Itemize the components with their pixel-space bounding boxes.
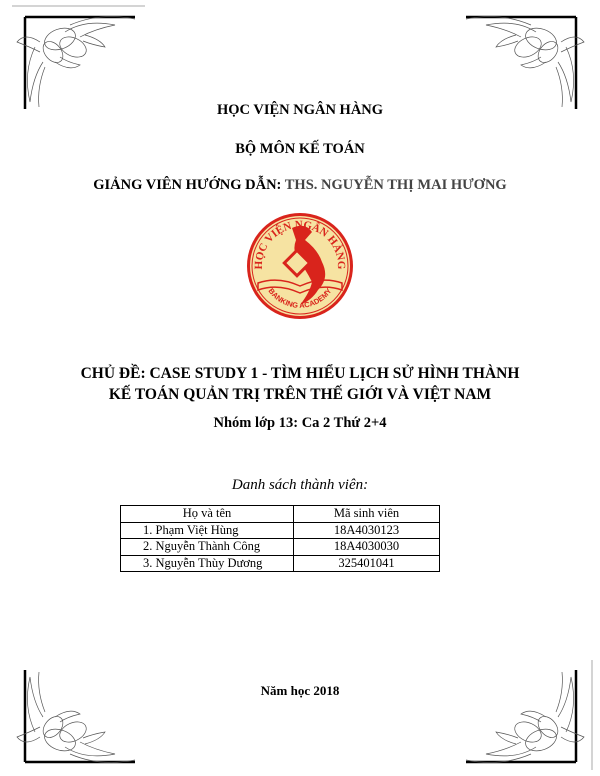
department-name: BỘ MÔN KẾ TOÁN <box>235 141 365 157</box>
table-row: 3. Nguyễn Thùy Dương 325401041 <box>120 554 440 572</box>
topic-line-2: KẾ TOÁN QUẢN TRỊ TRÊN THẾ GIỚI VÀ VIỆT N… <box>108 386 492 403</box>
table-row: 1. Phạm Việt Hùng 18A4030123 <box>120 521 440 539</box>
supervisor-label: GIẢNG VIÊN HƯỚNG DẪN: <box>93 177 282 193</box>
banking-academy-logo: HỌC VIỆN NGÂN HÀNG BANKING ACADEMY <box>247 213 353 319</box>
table-row: 2. Nguyễn Thành Công 18A4030030 <box>120 538 440 556</box>
member-id: 18A4030030 <box>293 538 440 556</box>
corner-ornament-top-right <box>464 15 586 111</box>
member-id: 325401041 <box>293 554 440 572</box>
supervisor-line: GIẢNG VIÊN HƯỚNG DẪN: THS. NGUYỄN THỊ MA… <box>0 177 600 194</box>
academic-year: Năm học 2018 <box>260 683 340 698</box>
table-header-row: Họ và tên Mã sinh viên <box>120 505 440 523</box>
header-student-id: Mã sinh viên <box>293 505 440 523</box>
member-name: 1. Phạm Việt Hùng <box>120 521 294 539</box>
topic-line-1: CHỦ ĐỀ: CASE STUDY 1 - TÌM HIỂU LỊCH SỬ … <box>80 365 520 382</box>
member-name: 3. Nguyễn Thùy Dương <box>120 554 294 572</box>
member-name: 2. Nguyễn Thành Công <box>120 538 294 556</box>
header-name: Họ và tên <box>120 505 294 523</box>
members-title: Danh sách thành viên: <box>231 477 369 493</box>
members-table: Họ và tên Mã sinh viên 1. Phạm Việt Hùng… <box>120 505 440 572</box>
corner-ornament-top-left <box>15 15 137 111</box>
supervisor-name: THS. NGUYỄN THỊ MAI HƯƠNG <box>284 177 507 193</box>
institution-name: HỌC VIỆN NGÂN HÀNG <box>216 102 384 118</box>
topic-title: CHỦ ĐỀ: CASE STUDY 1 - TÌM HIỂU LỊCH SỬ … <box>0 363 600 405</box>
class-group: Nhóm lớp 13: Ca 2 Thứ 2+4 <box>213 415 387 431</box>
member-id: 18A4030123 <box>293 521 440 539</box>
